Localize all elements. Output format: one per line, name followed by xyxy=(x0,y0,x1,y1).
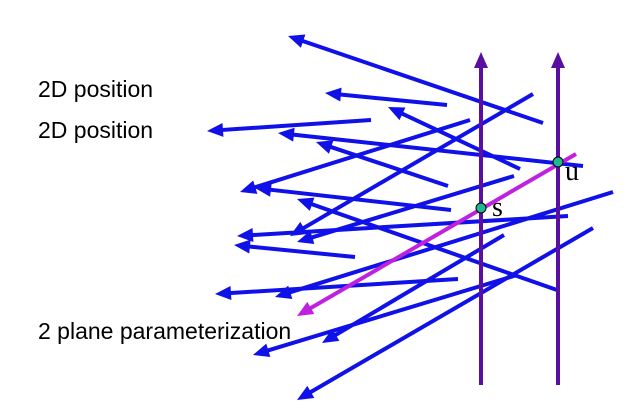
light-ray-arrowhead xyxy=(297,197,315,211)
light-ray xyxy=(252,118,471,190)
light-ray-arrowhead xyxy=(275,285,293,299)
point-s xyxy=(475,202,487,214)
plane-s-axis-arrowhead xyxy=(474,52,488,68)
light-ray-arrowhead xyxy=(234,239,251,254)
light-ray-arrowhead xyxy=(325,87,342,102)
highlighted-ray xyxy=(308,152,578,311)
light-ray xyxy=(228,277,459,296)
light-ray-arrowhead xyxy=(297,230,315,245)
light-ray xyxy=(265,273,518,353)
light-ray xyxy=(399,111,521,171)
light-ray xyxy=(247,244,356,259)
light-ray-arrowhead xyxy=(278,127,295,142)
light-ray-arrowhead xyxy=(316,140,334,154)
light-ray-arrowhead xyxy=(207,122,224,137)
light-ray xyxy=(220,118,372,133)
light-ray xyxy=(300,38,544,125)
light-ray xyxy=(333,233,506,338)
light-ray-arrowhead xyxy=(388,107,406,121)
light-ray xyxy=(250,214,569,238)
light-ray-arrowhead xyxy=(253,343,271,358)
light-ray xyxy=(268,187,452,212)
point-label-u: u xyxy=(565,156,579,187)
plane-u-axis-arrowhead xyxy=(551,52,565,68)
light-ray xyxy=(328,144,449,188)
light-ray-arrowhead xyxy=(237,228,254,243)
light-ray-arrowhead xyxy=(215,286,232,301)
highlighted-ray-arrowhead xyxy=(297,301,315,316)
light-ray-arrowhead xyxy=(255,182,272,197)
point-u xyxy=(552,156,564,168)
label-2-plane-parameterization: 2 plane parameterization xyxy=(38,318,292,344)
light-ray-arrowhead xyxy=(297,385,315,400)
label-2d-position-2: 2D position xyxy=(38,117,154,143)
light-ray xyxy=(338,92,448,107)
light-ray xyxy=(308,226,595,395)
point-label-s: s xyxy=(492,192,503,223)
light-ray-arrowhead xyxy=(240,180,258,194)
light-ray xyxy=(301,92,535,231)
light-ray-arrowhead xyxy=(322,328,340,343)
light-ray-arrowhead xyxy=(288,34,306,48)
label-2d-position-1: 2D position xyxy=(38,76,154,102)
